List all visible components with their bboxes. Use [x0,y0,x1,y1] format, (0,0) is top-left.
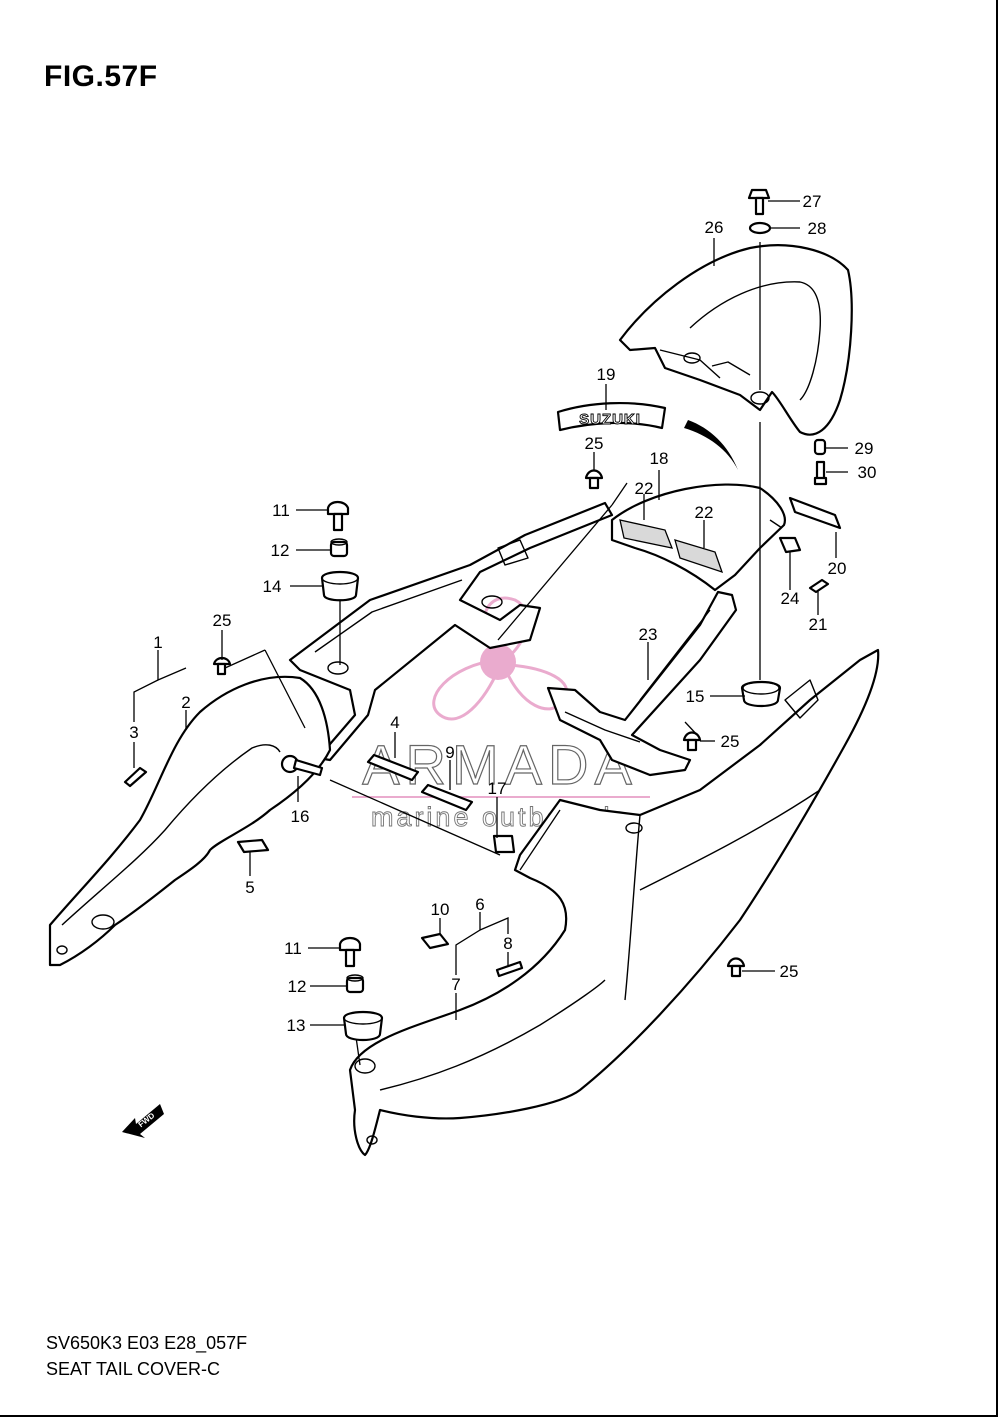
assembly-guide-lines [224,242,761,1066]
callout-4: 4 [390,713,399,732]
callout-16: 16 [291,807,310,826]
callout-17: 17 [488,779,507,798]
figure-title: FIG.57F [44,60,158,93]
callout-7: 7 [451,975,460,994]
tail-stripe [684,420,738,470]
callout-leaders [133,200,848,1026]
clip-part-25-c-icon [682,731,702,752]
figure-caption: SEAT TAIL COVER-C [46,1359,221,1379]
callout-12-upper: 12 [271,541,290,560]
strip-part-9 [420,783,474,812]
callout-23: 23 [639,625,658,644]
inner-tray-part-23 [546,590,738,777]
callout-28: 28 [808,219,827,238]
rear-cowl-part-18 [610,483,786,592]
callout-12-lower: 12 [288,977,307,996]
emblem-text: SUZUKI [579,411,641,428]
forward-direction-arrow-icon: FWD [122,1104,164,1138]
callout-15: 15 [686,687,705,706]
callout-26: 26 [705,218,724,237]
callout-1: 1 [153,633,162,652]
callout-13: 13 [287,1016,306,1035]
bolt-part-30-icon [813,460,828,486]
callout-21: 21 [809,615,828,634]
screw-part-11-upper-icon [326,500,350,532]
callout-5: 5 [245,878,254,897]
callout-8: 8 [503,934,512,953]
pad-part-10 [420,932,450,950]
cushion-part-20 [788,496,842,530]
suzuki-emblem-part-19: SUZUKI [556,402,667,432]
callout-3: 3 [129,723,138,742]
grommet-part-15-icon [740,680,782,708]
callout-22-a: 22 [635,479,654,498]
washer-part-28-icon [748,221,772,235]
collar-part-12-upper-icon [329,538,349,558]
callout-25-b: 25 [213,611,232,630]
callout-10: 10 [431,900,450,919]
callout-25-a: 25 [585,434,604,453]
callout-24: 24 [781,589,800,608]
strip-part-4 [366,753,420,782]
callout-2: 2 [181,693,190,712]
strip-part-21 [808,578,830,594]
collar-part-12-lower-icon [345,974,365,994]
callout-19: 19 [597,365,616,384]
clip-part-25-d-icon [726,957,746,978]
clip-part-25-b-icon [212,656,232,676]
spacer-part-29-icon [813,438,827,456]
callout-30: 30 [858,463,877,482]
grab-rail-part-26 [618,244,853,436]
callout-18: 18 [650,449,669,468]
callout-6: 6 [475,895,484,914]
small-hardware [123,188,842,1042]
clip-part-17-icon [492,834,516,854]
callout-22-b: 22 [695,503,714,522]
callout-14: 14 [263,577,282,596]
callout-11-upper: 11 [272,501,290,520]
callout-9: 9 [445,743,454,762]
bolt-part-16-icon [280,754,324,777]
pad-part-3 [123,766,148,788]
clip-part-24-icon [778,536,802,554]
clip-part-25-a-icon [584,469,604,490]
callout-20: 20 [828,559,847,578]
figure-code: SV650K3 E03 E28_057F [46,1333,248,1353]
grommet-part-13-icon [342,1010,384,1042]
right-side-cover-part-7 [348,648,880,1157]
grommet-part-14-icon [320,570,360,602]
callout-25-d: 25 [780,962,799,981]
pad-part-5 [236,838,270,854]
watermark-brand: ARMADA [362,733,638,796]
callout-29: 29 [855,439,874,458]
left-side-cover-part-2 [48,675,332,967]
callout-11-lower: 11 [284,939,302,958]
bolt-part-27-icon [747,188,771,216]
strip-part-8 [495,960,524,978]
callout-numbers: 1 2 3 4 5 6 7 8 9 10 11 11 12 12 13 14 1… [129,192,876,1035]
callout-25-c: 25 [721,732,740,751]
callout-27: 27 [803,192,822,211]
screw-part-11-lower-icon [338,936,362,968]
